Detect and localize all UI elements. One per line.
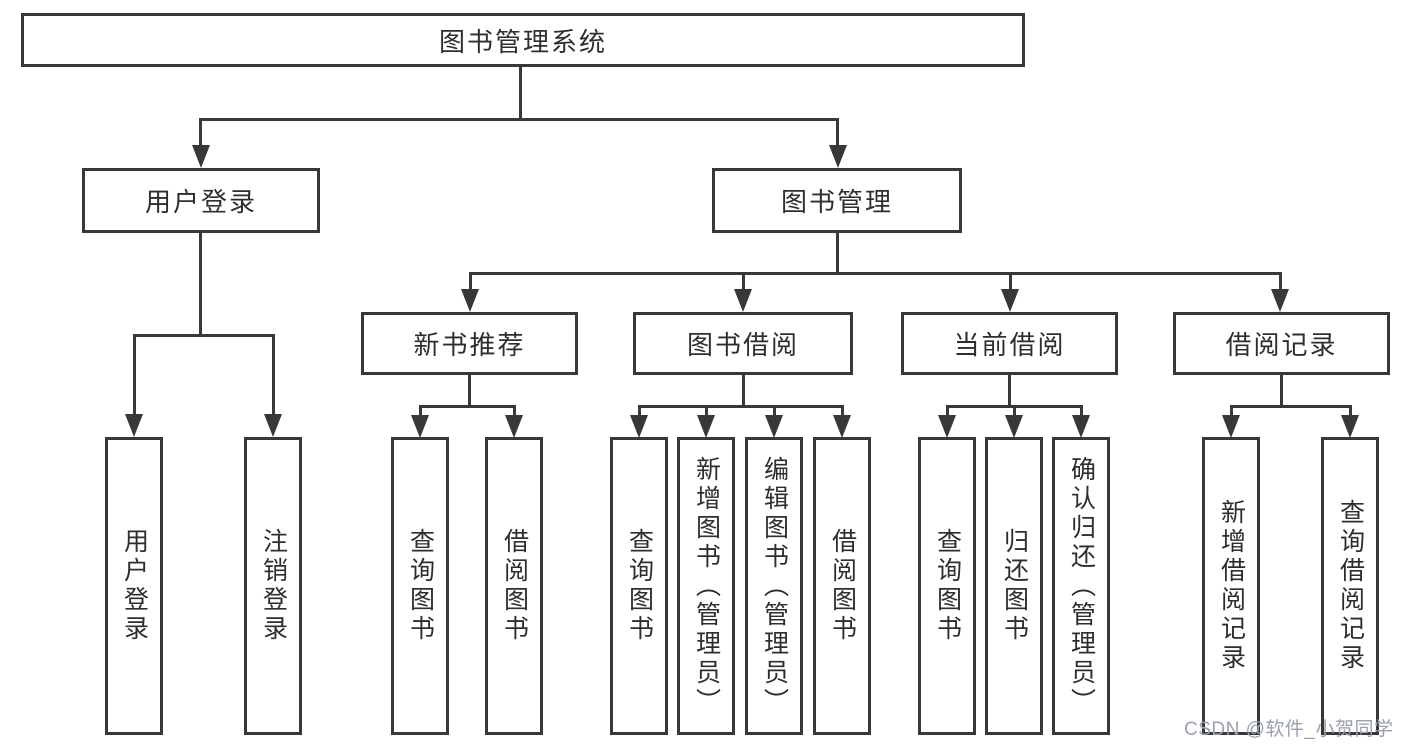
connector-line bbox=[841, 405, 844, 419]
node-borrowing-records: 借阅记录 bbox=[1173, 312, 1390, 375]
connector-line bbox=[419, 405, 422, 419]
connector-line bbox=[836, 118, 839, 148]
watermark: CSDN @软件_小贺同学 bbox=[1184, 719, 1394, 740]
arrow-down-icon bbox=[1005, 415, 1023, 438]
connector-line bbox=[134, 334, 273, 337]
arrow-down-icon bbox=[192, 145, 210, 168]
node-user-login: 用户登录 bbox=[82, 168, 320, 233]
connector-line bbox=[513, 405, 516, 419]
connector-line bbox=[199, 118, 202, 148]
arrow-down-icon bbox=[833, 415, 851, 438]
leaf-add-borrow-record: 新增借阅记录 bbox=[1202, 437, 1260, 735]
leaf-borrow-books-2: 借阅图书 bbox=[813, 437, 871, 735]
leaf-query-books-3: 查询图书 bbox=[918, 437, 976, 735]
connector-line bbox=[639, 405, 842, 408]
arrow-down-icon bbox=[1072, 415, 1090, 438]
connector-line bbox=[1013, 405, 1016, 419]
node-book-management: 图书管理 bbox=[712, 168, 962, 233]
arrow-down-icon bbox=[765, 415, 783, 438]
leaf-label: 查询图书 bbox=[406, 528, 435, 644]
leaf-label: 归还图书 bbox=[1000, 528, 1029, 644]
leaf-return-books: 归还图书 bbox=[985, 437, 1043, 735]
arrow-down-icon bbox=[697, 415, 715, 438]
node-label: 用户登录 bbox=[144, 187, 257, 217]
connector-line bbox=[272, 334, 275, 416]
arrow-down-icon bbox=[1341, 415, 1359, 438]
connector-line bbox=[1009, 272, 1012, 294]
connector-line bbox=[469, 272, 472, 294]
connector-line bbox=[1231, 405, 1350, 408]
leaf-label: 新增图书（管理员） bbox=[692, 455, 721, 717]
connector-line bbox=[470, 272, 1281, 275]
leaf-confirm-return-admin: 确认归还（管理员） bbox=[1052, 437, 1110, 735]
leaf-label: 新增借阅记录 bbox=[1217, 499, 1246, 673]
arrow-down-icon bbox=[734, 289, 752, 312]
arrow-down-icon bbox=[411, 415, 429, 438]
arrow-down-icon bbox=[630, 415, 648, 438]
connector-line bbox=[199, 233, 202, 334]
arrow-down-icon bbox=[938, 415, 956, 438]
leaf-label: 借阅图书 bbox=[828, 528, 857, 644]
leaf-label: 查询图书 bbox=[933, 528, 962, 644]
connector-line bbox=[1008, 375, 1011, 407]
connector-line bbox=[638, 405, 641, 419]
leaf-label: 确认归还（管理员） bbox=[1067, 455, 1096, 717]
node-label: 图书管理 bbox=[780, 187, 893, 217]
connector-line bbox=[836, 233, 839, 274]
arrow-down-icon bbox=[125, 414, 143, 437]
node-label: 图书管理系统 bbox=[438, 26, 607, 57]
arrow-down-icon bbox=[264, 414, 282, 437]
connector-line bbox=[133, 334, 136, 416]
connector-line bbox=[773, 405, 776, 419]
node-current-borrowing: 当前借阅 bbox=[901, 312, 1118, 375]
connector-line bbox=[1080, 405, 1083, 419]
leaf-label: 借阅图书 bbox=[500, 528, 529, 644]
arrow-down-icon bbox=[829, 145, 847, 168]
leaf-add-book-admin: 新增图书（管理员） bbox=[677, 437, 735, 735]
node-new-book-recommend: 新书推荐 bbox=[361, 312, 578, 375]
connector-line bbox=[705, 405, 708, 419]
connector-line bbox=[199, 118, 839, 121]
node-label: 新书推荐 bbox=[413, 330, 526, 360]
node-library-system: 图书管理系统 bbox=[21, 13, 1025, 67]
arrow-down-icon bbox=[1222, 415, 1240, 438]
arrow-down-icon bbox=[1001, 289, 1019, 312]
node-label: 借阅记录 bbox=[1225, 330, 1338, 360]
connector-line bbox=[946, 405, 949, 419]
arrow-down-icon bbox=[1271, 289, 1289, 312]
node-label: 图书借阅 bbox=[686, 330, 799, 360]
node-book-borrowing: 图书借阅 bbox=[633, 312, 853, 375]
connector-line bbox=[519, 67, 522, 120]
connector-line bbox=[1279, 272, 1282, 294]
arrow-down-icon bbox=[505, 415, 523, 438]
node-label: 当前借阅 bbox=[953, 330, 1066, 360]
leaf-label: 编辑图书（管理员） bbox=[760, 455, 789, 717]
leaf-query-books-2: 查询图书 bbox=[610, 437, 668, 735]
leaf-query-borrow-record: 查询借阅记录 bbox=[1321, 437, 1379, 735]
leaf-edit-book-admin: 编辑图书（管理员） bbox=[745, 437, 803, 735]
connector-line bbox=[742, 272, 745, 294]
leaf-label: 查询借阅记录 bbox=[1336, 499, 1365, 673]
connector-line bbox=[742, 375, 745, 407]
connector-line bbox=[468, 375, 471, 407]
connector-line bbox=[1230, 405, 1233, 419]
leaf-logout: 注销登录 bbox=[244, 437, 302, 735]
leaf-query-books-1: 查询图书 bbox=[391, 437, 449, 735]
connector-line bbox=[1280, 375, 1283, 407]
leaf-user-login: 用户登录 bbox=[105, 437, 163, 735]
leaf-borrow-books-1: 借阅图书 bbox=[485, 437, 543, 735]
leaf-label: 用户登录 bbox=[120, 528, 149, 644]
arrow-down-icon bbox=[461, 289, 479, 312]
connector-line bbox=[1349, 405, 1352, 419]
connector-line bbox=[420, 405, 514, 408]
leaf-label: 查询图书 bbox=[625, 528, 654, 644]
leaf-label: 注销登录 bbox=[259, 528, 288, 644]
